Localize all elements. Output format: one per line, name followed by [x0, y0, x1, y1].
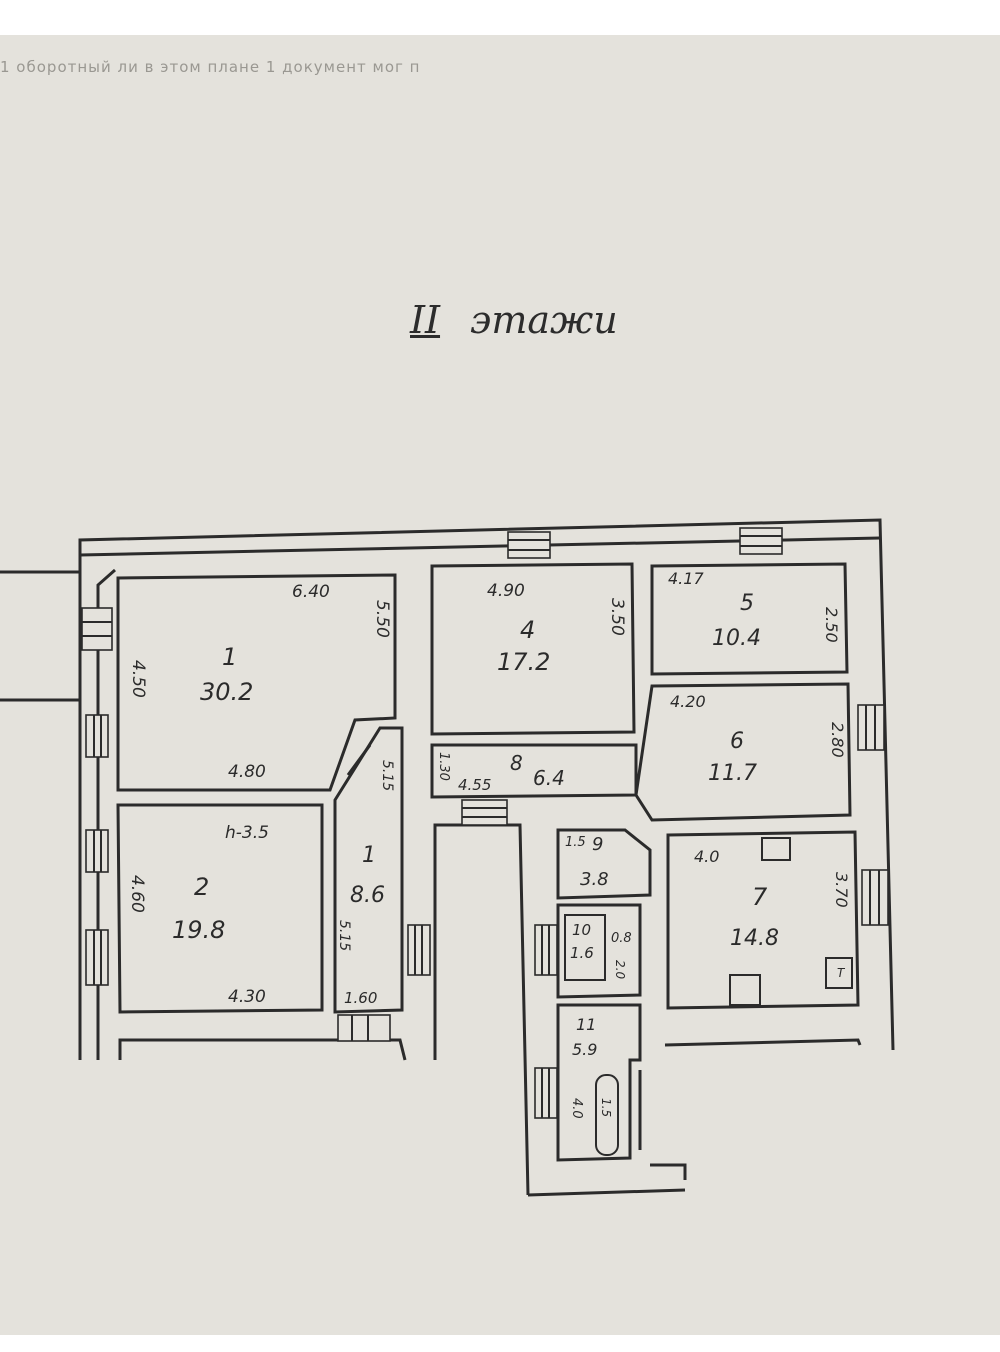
window-11	[534, 1067, 558, 1119]
room-11-area: 5.9	[572, 1040, 597, 1059]
room-3-outline	[116, 573, 397, 792]
room-3-area: 30.2	[200, 678, 253, 706]
room-6-number: 6	[730, 729, 744, 754]
dim-10-length: 2.0	[613, 960, 627, 979]
dim-2-height: h-3.5	[225, 823, 269, 843]
room-5-area: 10.4	[712, 626, 761, 651]
stove-label: Т	[837, 966, 846, 980]
dim-11-length: 4.0	[569, 1098, 584, 1119]
room-11-number: 11	[576, 1015, 596, 1034]
dim-10-width: 0.8	[611, 931, 632, 946]
room-4-area: 17.2	[497, 648, 550, 676]
dim-8-bottom: 4.55	[458, 776, 491, 794]
room-3-number: 1	[222, 643, 237, 671]
dim-8-left: 1.30	[436, 752, 451, 781]
room-2-number: 2	[194, 873, 209, 901]
room-4-number: 4	[520, 616, 535, 644]
dim-1-bottom: 1.60	[344, 989, 377, 1007]
dim-3-bottom: 4.80	[228, 762, 266, 782]
room-10-area: 1.6	[570, 944, 594, 962]
room-2-area: 19.8	[172, 916, 225, 944]
room-4-outline	[430, 562, 636, 736]
floor-word: этажи	[470, 298, 618, 342]
window-3a	[81, 607, 113, 651]
dim-3-top: 6.40	[292, 582, 330, 602]
header-text: 1 оборотный ли в этом плане 1 документ м…	[0, 58, 421, 76]
window-6	[857, 704, 885, 751]
window-7	[861, 869, 889, 926]
room-8-number: 8	[510, 751, 523, 775]
dim-9-side: 1.5	[565, 835, 586, 850]
floor-number: II	[410, 298, 441, 342]
dim-5-top: 4.17	[668, 569, 704, 588]
room-8-area: 6.4	[533, 766, 565, 790]
room-10-number: 10	[572, 921, 591, 939]
dim-6-right: 2.80	[828, 722, 847, 758]
window-4	[507, 531, 551, 559]
room-2-outline	[116, 803, 324, 1014]
dim-6-top: 4.20	[670, 692, 706, 711]
dim-5-right: 2.50	[822, 607, 841, 643]
room-labels: 1 30.2 2 19.8 1 8.6 4 17.2 5 10.4 6 11.7…	[172, 591, 846, 1059]
dim-1-right: 5.15	[379, 760, 395, 791]
dim-4-top: 4.90	[487, 581, 525, 601]
room-5-number: 5	[740, 591, 754, 616]
room-11-outline	[556, 1003, 642, 1162]
dimension-labels: 6.40 4.80 5.50 4.50 h-3.5 4.30 4.60 1.60…	[127, 569, 851, 1119]
room-9-outline	[556, 828, 652, 900]
room-9-area: 3.8	[580, 869, 609, 890]
windows	[81, 527, 889, 1119]
room-1-number: 1	[362, 843, 376, 868]
room-7-area: 14.8	[730, 926, 779, 951]
dim-7-right: 3.70	[832, 872, 851, 908]
window-1	[407, 924, 431, 976]
window-3b	[85, 714, 109, 758]
closet-icon	[564, 914, 606, 981]
window-2b	[85, 929, 109, 986]
fixtures	[346, 744, 853, 1156]
sink-icon	[761, 837, 791, 861]
room-1-area: 8.6	[350, 883, 385, 908]
window-10	[534, 924, 558, 976]
dim-7-top: 4.0	[694, 847, 719, 866]
room-1-outline	[333, 726, 404, 1014]
dim-2-bottom: 4.30	[228, 987, 266, 1007]
window-2a	[85, 829, 109, 873]
room-8-outline	[430, 743, 638, 799]
outer-walls	[0, 518, 895, 1197]
floor-title: II этажи	[410, 298, 670, 342]
window-8	[461, 799, 508, 826]
room-9-number: 9	[592, 834, 603, 855]
room-6-outline	[634, 682, 852, 822]
room-7-outline	[666, 830, 860, 1010]
window-1b	[337, 1014, 391, 1042]
room-5-outline	[650, 562, 849, 676]
room-7-number: 7	[752, 883, 768, 911]
dim-3-right: 5.50	[372, 600, 392, 638]
room-outlines	[116, 562, 860, 1162]
room-6-area: 11.7	[708, 761, 757, 786]
dim-4-right: 3.50	[607, 598, 627, 636]
bathtub-icon	[595, 1074, 619, 1156]
window-5	[739, 527, 783, 555]
dim-3-left: 4.50	[128, 660, 148, 698]
dim-1-left: 5.15	[336, 920, 352, 951]
room-10-outline	[556, 903, 642, 999]
boiler-icon	[825, 957, 853, 989]
dim-2-left: 4.60	[127, 875, 147, 913]
dim-11-width: 1.5	[599, 1098, 613, 1117]
stove-icon	[729, 974, 761, 1006]
